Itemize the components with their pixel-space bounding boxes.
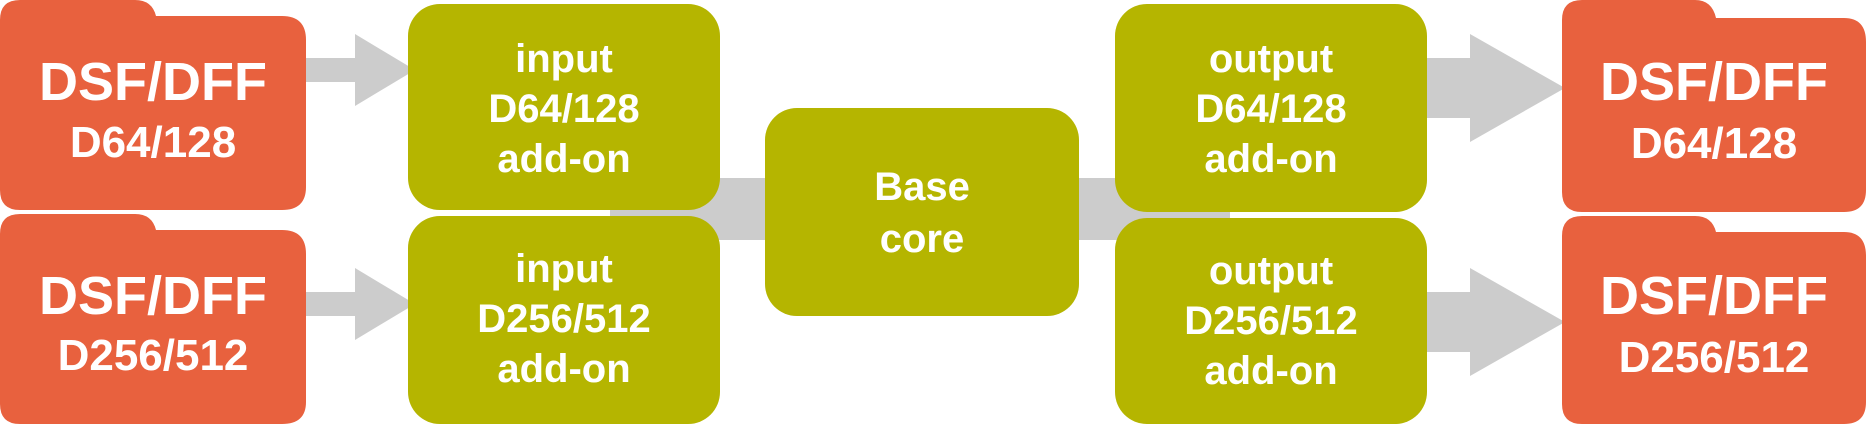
output-addon-d256: output D256/512 add-on: [1115, 218, 1427, 424]
module-box: [408, 216, 720, 424]
module-line-3: add-on: [497, 137, 630, 181]
core-line-1: Base: [874, 165, 970, 209]
arrow-file-out-2: [1420, 268, 1565, 376]
file-format-label: DSF/DFF: [39, 52, 267, 112]
module-line-1: output: [1209, 249, 1333, 293]
input-addon-d64: input D64/128 add-on: [408, 4, 720, 210]
module-box: [408, 4, 720, 210]
file-rate-label: D256/512: [1619, 333, 1810, 382]
file-rate-label: D256/512: [58, 331, 249, 380]
folder-icon: [0, 0, 306, 210]
base-core: Base core: [765, 108, 1079, 316]
arrow-file-out-1: [1420, 34, 1565, 142]
module-line-3: add-on: [1204, 137, 1337, 181]
file-format-label: DSF/DFF: [39, 266, 267, 326]
file-rate-label: D64/128: [70, 118, 236, 167]
folder-icon: [1562, 0, 1866, 212]
module-box: [765, 108, 1079, 316]
core-line-2: core: [880, 217, 965, 261]
file-format-label: DSF/DFF: [1600, 52, 1828, 112]
module-line-3: add-on: [497, 347, 630, 391]
module-line-1: input: [515, 247, 613, 291]
file-format-label: DSF/DFF: [1600, 266, 1828, 326]
input-file-d256: DSF/DFF D256/512: [0, 214, 306, 424]
module-line-1: input: [515, 37, 613, 81]
input-file-d64: DSF/DFF D64/128: [0, 0, 306, 210]
folder-icon: [0, 214, 306, 424]
output-addon-d64: output D64/128 add-on: [1115, 4, 1427, 212]
input-addon-d256: input D256/512 add-on: [408, 216, 720, 424]
output-file-d256: DSF/DFF D256/512: [1562, 216, 1866, 424]
module-box: [1115, 218, 1427, 424]
output-file-d64: DSF/DFF D64/128: [1562, 0, 1866, 212]
arrow-file-in-2: [290, 268, 415, 340]
module-line-1: output: [1209, 37, 1333, 81]
module-line-2: D256/512: [1184, 299, 1357, 343]
module-line-2: D64/128: [1195, 87, 1346, 131]
module-line-2: D64/128: [488, 87, 639, 131]
module-line-3: add-on: [1204, 349, 1337, 393]
file-rate-label: D64/128: [1631, 119, 1797, 168]
module-box: [1115, 4, 1427, 212]
module-line-2: D256/512: [477, 297, 650, 341]
arrow-file-in-1: [290, 34, 415, 106]
folder-icon: [1562, 216, 1866, 424]
